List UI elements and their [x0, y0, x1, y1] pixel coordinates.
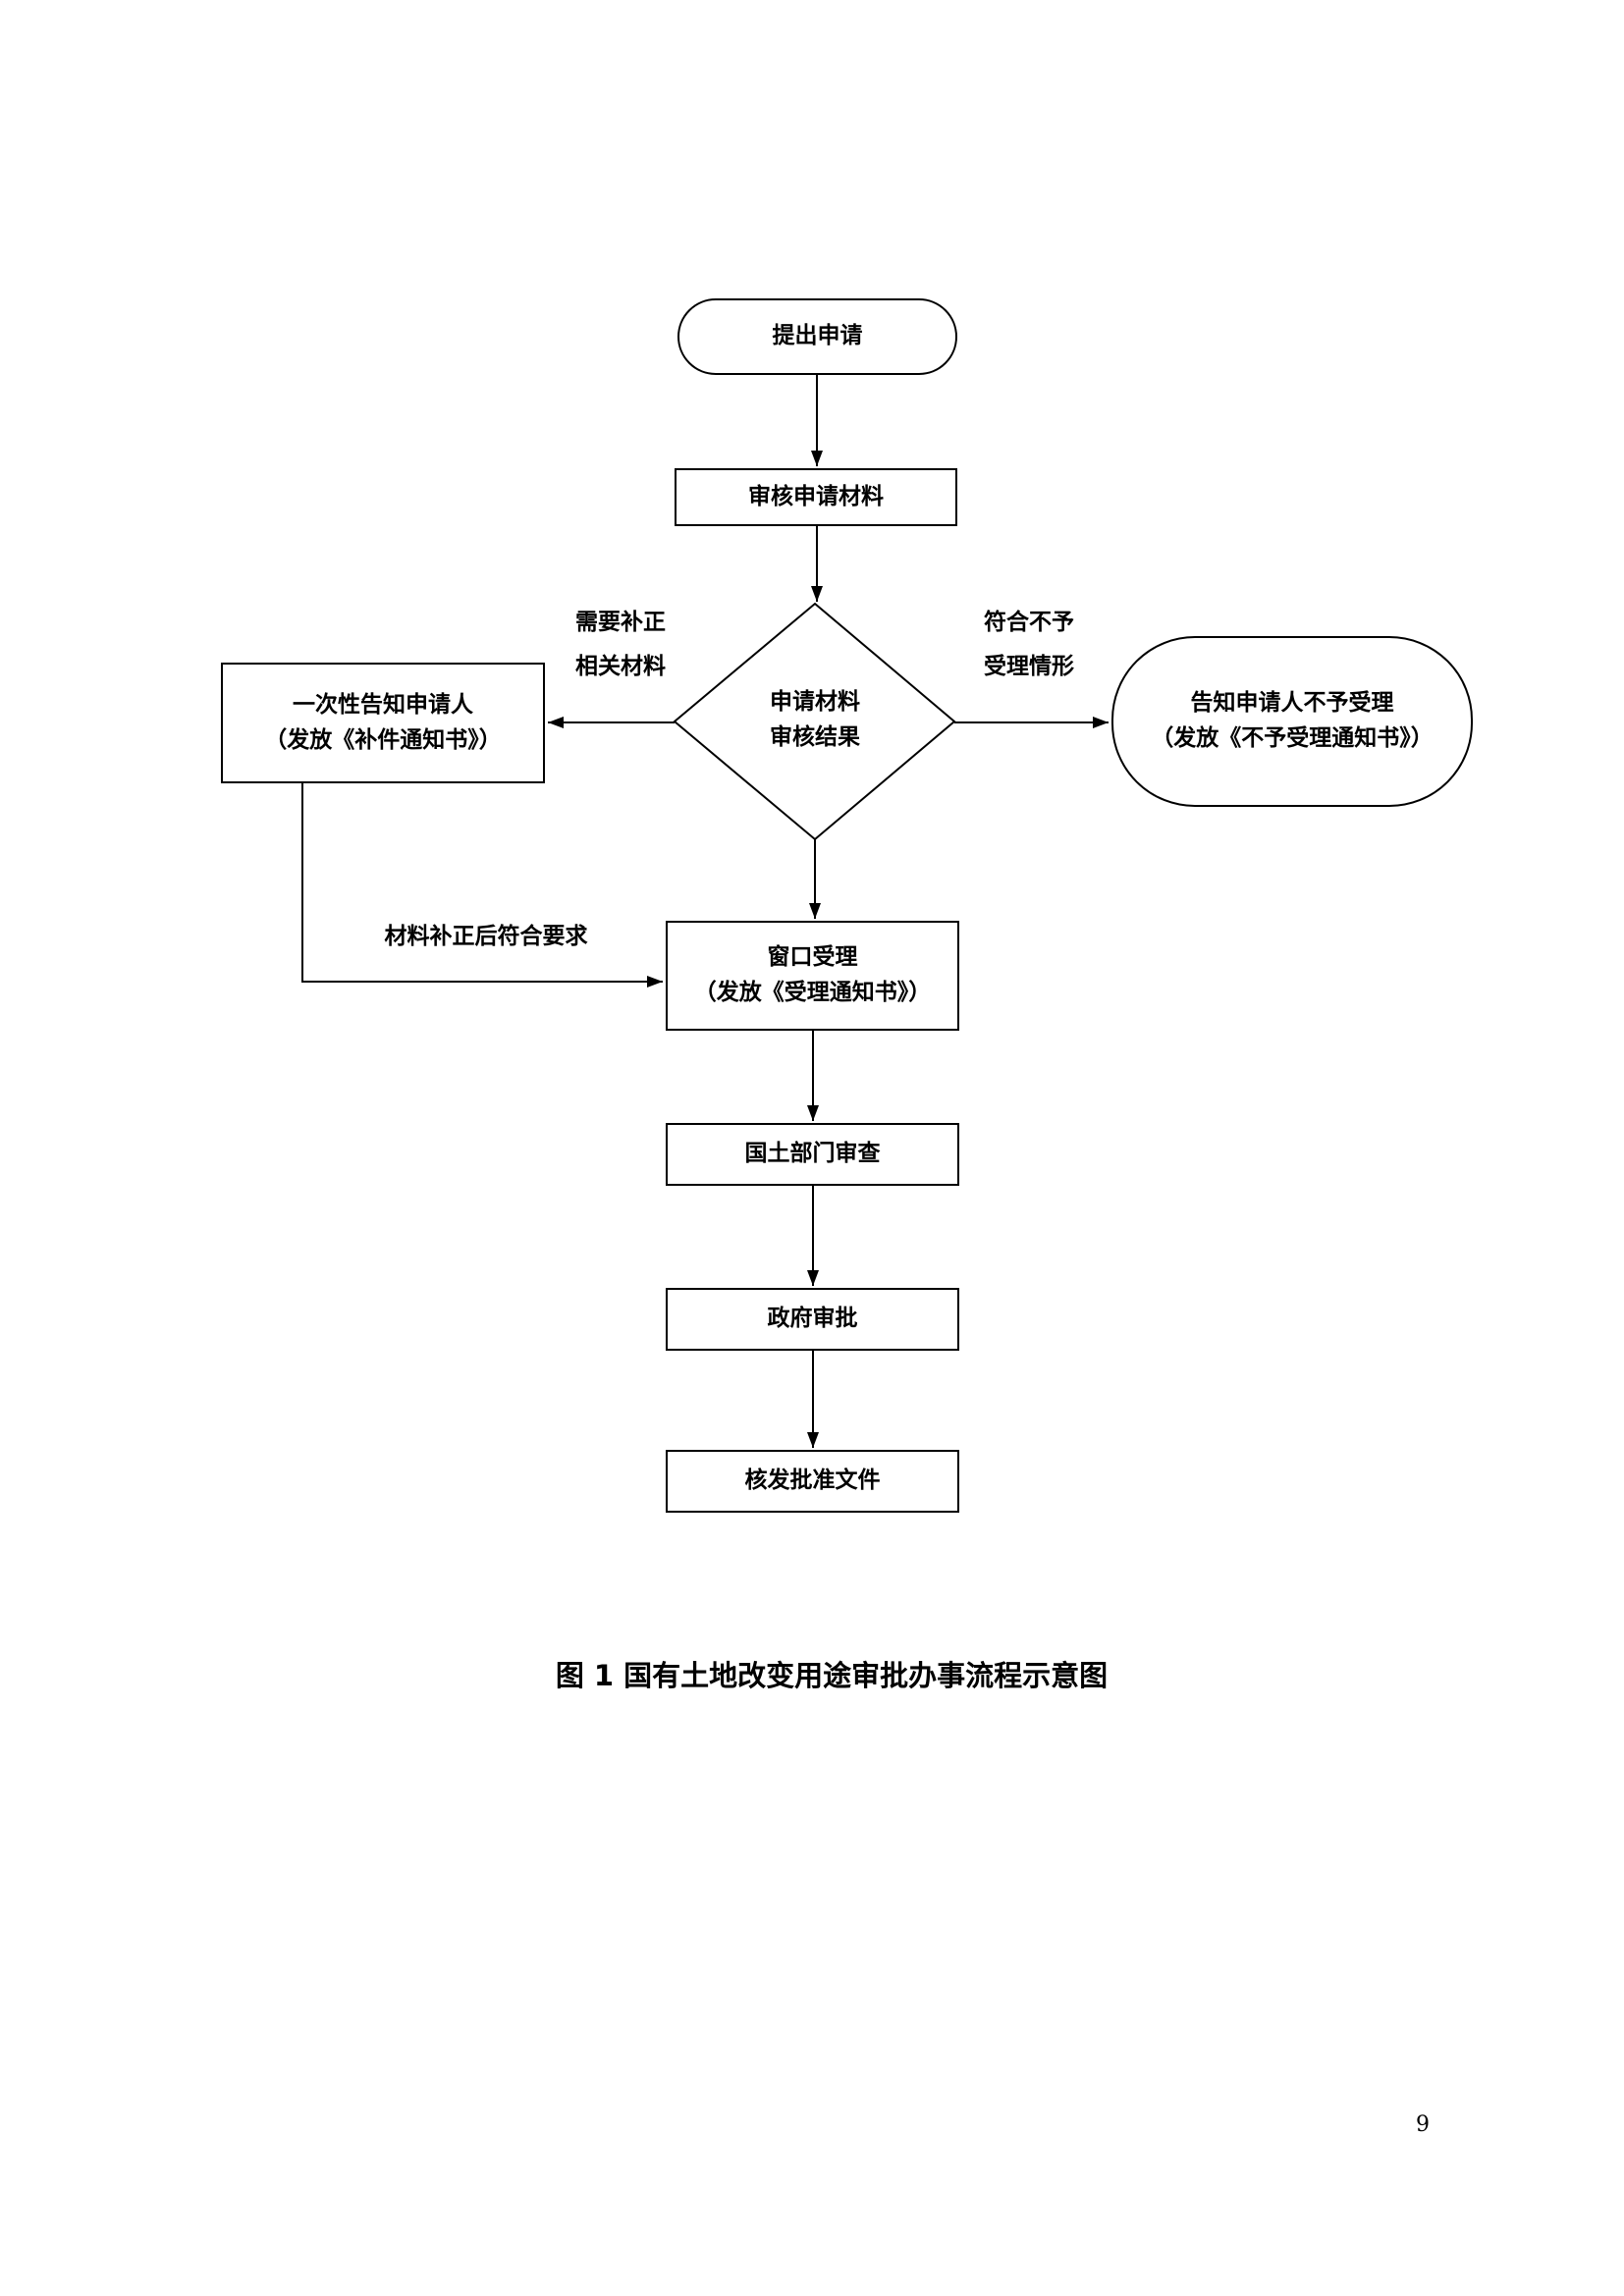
flow-node-notify-supplement-line2: （发放《补件通知书》） — [264, 726, 502, 753]
figure-caption: 图 1 国有土地改变用途审批办事流程示意图 — [555, 1659, 1109, 1692]
flow-node-notify-reject-line1: 告知申请人不予受理 — [1190, 690, 1394, 717]
flow-node-land-review-label: 国土部门审查 — [744, 1141, 881, 1167]
page-number: 9 — [1416, 2112, 1430, 2137]
flow-node-issue-approval-label: 核发批准文件 — [744, 1468, 881, 1494]
flow-node-notify-reject: 告知申请人不予受理 （发放《不予受理通知书》） — [1111, 636, 1473, 807]
flow-node-review-materials: 审核申请材料 — [675, 468, 957, 526]
flow-node-issue-approval: 核发批准文件 — [666, 1450, 959, 1513]
flow-node-decision: 申请材料 审核结果 — [717, 685, 913, 755]
flow-node-gov-approval: 政府审批 — [666, 1288, 959, 1351]
flow-node-review-materials-label: 审核申请材料 — [748, 483, 884, 509]
flow-node-decision-line2: 审核结果 — [770, 723, 860, 750]
edge-label-reject-case: 符合不予 受理情形 — [950, 601, 1108, 689]
flow-node-land-review: 国土部门审查 — [666, 1123, 959, 1186]
flow-node-window-accept-line2: （发放《受理通知书》） — [693, 980, 932, 1005]
edge-label-need-supplement-line1: 需要补正 — [575, 610, 666, 635]
arrow-notify-supplement-to-window-accept — [301, 783, 663, 988]
edge-label-need-supplement: 需要补正 相关材料 — [542, 601, 699, 689]
flow-node-decision-line1: 申请材料 — [770, 689, 860, 715]
flow-node-notify-reject-line2: （发放《不予受理通知书》） — [1151, 725, 1434, 751]
flow-node-start: 提出申请 — [677, 298, 957, 375]
edge-label-corrected: 材料补正后符合要求 — [339, 915, 633, 959]
edge-label-need-supplement-line2: 相关材料 — [575, 653, 666, 679]
edge-label-reject-case-line1: 符合不予 — [984, 610, 1074, 635]
flow-node-gov-approval-label: 政府审批 — [767, 1306, 858, 1332]
flow-node-start-label: 提出申请 — [772, 323, 863, 349]
edge-label-corrected-text: 材料补正后符合要求 — [384, 924, 588, 949]
edge-label-reject-case-line2: 受理情形 — [984, 653, 1074, 679]
flow-node-window-accept: 窗口受理 （发放《受理通知书》） — [666, 921, 959, 1031]
flow-node-notify-supplement-line1: 一次性告知申请人 — [293, 691, 473, 718]
flow-node-notify-supplement: 一次性告知申请人 （发放《补件通知书》） — [221, 663, 545, 783]
flow-node-window-accept-line1: 窗口受理 — [767, 944, 858, 971]
